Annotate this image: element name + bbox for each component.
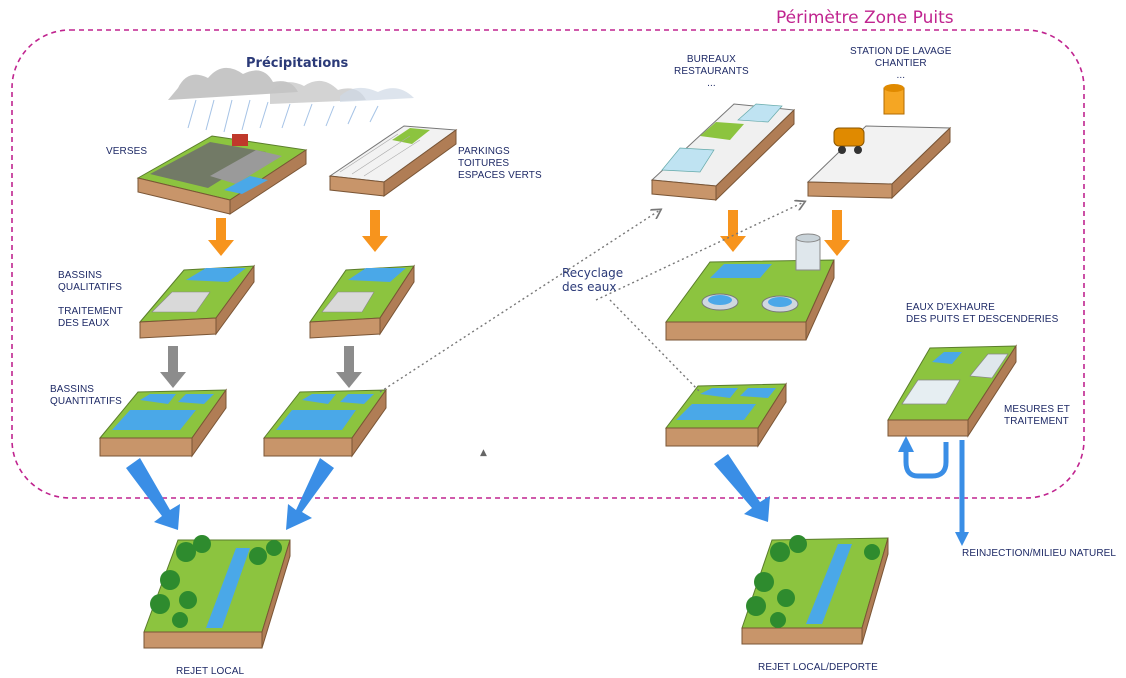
block-station-lavage xyxy=(806,84,952,200)
rejet-deporte-label: REJET LOCAL/DEPORTE xyxy=(758,662,878,673)
block-rejet-deporte xyxy=(741,535,889,645)
mesures-traitement-label: MESURES ET TRAITEMENT xyxy=(1004,404,1071,427)
precipitations-label: Précipitations xyxy=(246,56,349,71)
block-bureaux xyxy=(650,103,796,202)
block-rejet-local xyxy=(143,535,291,649)
svg-text:▲: ▲ xyxy=(480,448,487,458)
block-bassins-quantitatifs-right xyxy=(262,388,387,458)
eaux-exhaure-label: EAUX D'EXHAURE DES PUITS ET DESCENDERIES xyxy=(906,302,1059,325)
reinjection-arrowhead xyxy=(955,532,969,546)
block-treatment-plant xyxy=(665,233,835,341)
block-bassins-quantitatifs-left xyxy=(98,388,227,458)
orange-arrows xyxy=(208,210,850,256)
bureaux-label: BUREAUX RESTAURANTS ... xyxy=(674,54,749,89)
traitement-eaux-label: TRAITEMENT DES EAUX xyxy=(58,306,123,329)
bassins-quantitatifs-label: BASSINS QUANTITATIFS xyxy=(50,384,122,407)
recycling-dotted-lines xyxy=(379,202,804,393)
grey-arrows xyxy=(160,346,362,388)
block-verses xyxy=(136,134,308,215)
block-bassins-qualitatifs-left xyxy=(138,264,256,339)
reinjection-loop xyxy=(903,440,965,536)
loop-arrowhead xyxy=(898,436,914,452)
blue-arrows xyxy=(126,454,770,530)
rain-clouds xyxy=(168,67,414,133)
bassins-qualitatifs-label: BASSINS QUALITATIFS xyxy=(58,270,123,293)
station-lavage-label: STATION DE LAVAGE CHANTIER ... xyxy=(850,46,952,81)
reinjection-label: REINJECTION/MILIEU NATUREL xyxy=(962,548,1117,559)
parkings-label: PARKINGS TOITURES ESPACES VERTS xyxy=(458,146,542,181)
block-parkings xyxy=(328,125,458,197)
perimeter-title: Périmètre Zone Puits xyxy=(776,8,954,28)
recyclage-label: Recyclage des eaux xyxy=(562,266,624,294)
rejet-local-label: REJET LOCAL xyxy=(176,666,245,677)
perimeter-zone-border xyxy=(11,29,1085,499)
verses-label: VERSES xyxy=(106,146,148,157)
block-bassins-qualitatifs-right xyxy=(309,264,415,339)
block-eaux-exhaure xyxy=(887,344,1017,438)
block-bassins-right xyxy=(664,382,787,448)
